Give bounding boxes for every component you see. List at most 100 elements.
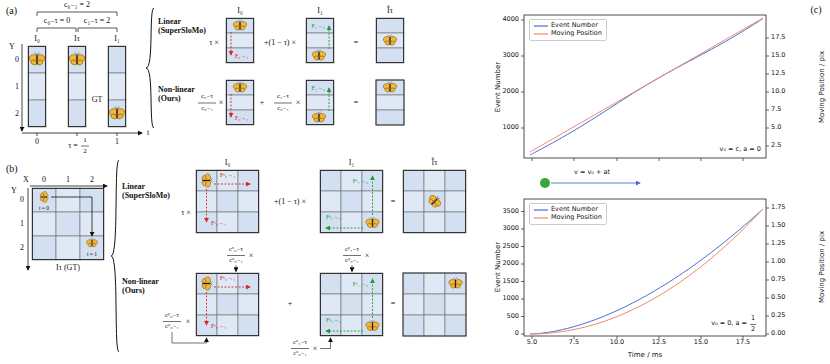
axis-tick <box>532 158 533 161</box>
axis-tick <box>521 264 524 265</box>
frame-cells <box>32 188 104 260</box>
flow-arrow <box>372 176 373 215</box>
frame-cells <box>28 46 46 127</box>
frame-cells <box>403 170 466 233</box>
flow-arrow <box>326 331 363 332</box>
axis-label: X <box>23 176 29 185</box>
fraction-numerator: cʸ₀₋τ <box>165 312 179 320</box>
butterfly <box>108 107 126 120</box>
axis-tick <box>37 133 38 136</box>
tick-label: 3000 <box>502 225 519 232</box>
flow-label: F₁→₀ <box>311 22 325 29</box>
fraction-numerator: c₁₋τ <box>277 93 289 101</box>
flow-label: Fˣ₁→₀ <box>326 214 341 221</box>
axis-tick <box>766 38 769 39</box>
frame-cells <box>108 46 126 127</box>
axis-tick <box>766 316 769 317</box>
tick-label: 0 <box>15 55 19 64</box>
image-frame: I₁F₁→₀ <box>306 18 334 63</box>
frame-cells <box>376 18 404 63</box>
image-frame: F₁→₀ <box>306 80 334 125</box>
tick-label: 2000 <box>502 260 519 267</box>
method-label: Non-linear (Ours) <box>122 278 178 296</box>
butterfly <box>201 173 212 188</box>
frame-cells <box>376 80 404 125</box>
brace <box>146 8 154 128</box>
operator: +(1 − τ) × <box>264 39 296 48</box>
axis-tick <box>77 133 78 136</box>
flow-label: Fʸ₀→₁ <box>211 219 226 226</box>
axis-tick <box>521 316 524 317</box>
time-label: t = 1 <box>87 251 97 257</box>
plot-frame <box>524 199 766 336</box>
image-frame: Iτ <box>68 46 86 127</box>
image-frame: Fʸ₁→₀Fˣ₁→₀ <box>320 273 383 336</box>
frame-cells <box>196 170 259 233</box>
tick-label: 7.5 <box>569 339 579 346</box>
fraction-bar <box>198 103 216 104</box>
operator: + <box>288 300 293 309</box>
frame-cells <box>320 170 383 233</box>
image-frame: I₀Fˣ₀→₁Fʸ₀→₁ <box>196 170 259 233</box>
frame-title: I₁ <box>114 35 119 44</box>
frame-title: I₀ <box>225 159 230 168</box>
fraction-denominator: c₀₋₁ <box>277 105 289 113</box>
tick-label: 17.5 <box>736 339 750 346</box>
fraction-denominator: cˣ₀₋₁ <box>229 257 243 265</box>
flow-label: F₀→₁ <box>235 114 249 121</box>
operator: +(1 − τ) × <box>274 198 306 207</box>
axis-tick <box>766 280 769 281</box>
motion-path <box>51 197 92 236</box>
frame-title: Iτ (GT) <box>56 264 80 273</box>
tick-label: 1.00 <box>771 258 785 265</box>
frame-title: Îτ <box>432 159 438 168</box>
tick-label: 1.75 <box>771 204 785 211</box>
legend-entry: Moving Position <box>534 30 602 38</box>
operator: + <box>260 99 265 108</box>
interval-label: c₀₋τ = 0 <box>44 17 70 26</box>
tick-label: 2 <box>20 244 24 253</box>
flow-arrow <box>329 88 330 111</box>
legend-text: Moving Position <box>551 214 602 222</box>
fraction-denominator: cˣ₀₋₁ <box>293 350 307 358</box>
leader-line <box>172 332 207 343</box>
tick-label: 1.25 <box>771 240 785 247</box>
axis-tick <box>766 74 769 75</box>
axis-tick <box>743 158 744 161</box>
flow-label: Fˣ₁→₀ <box>326 317 341 324</box>
butterfly <box>365 217 380 228</box>
tick-label: 1.50 <box>771 222 785 229</box>
operator: × <box>365 251 370 260</box>
fraction-numerator: cˣ₁₋τ <box>293 339 307 347</box>
operator: τ × <box>209 39 219 48</box>
fraction-denominator: c₀₋₁ <box>201 105 213 113</box>
tick-label: 2 <box>15 109 19 118</box>
butterfly <box>68 53 86 66</box>
legend-entry: Moving Position <box>534 214 602 222</box>
tick-label: 7.5 <box>771 106 781 113</box>
frame-title: Iτ <box>74 35 80 44</box>
axis-tick <box>766 334 769 335</box>
axis-tick <box>766 128 769 129</box>
axis-label: Moving Position / pix <box>819 231 827 303</box>
legend-entry: Event Number <box>534 206 602 214</box>
axis-tick <box>574 158 575 161</box>
tick-label: 0.50 <box>771 294 785 301</box>
flow-arrow <box>372 279 373 318</box>
tick-label: τ = <box>68 142 78 151</box>
axis-tick <box>521 299 524 300</box>
tick-label: 2000 <box>502 88 519 95</box>
legend-text: Event Number <box>551 22 598 30</box>
legend-line <box>534 23 548 29</box>
legend-text: Moving Position <box>551 30 602 38</box>
tick-label: 1 <box>20 220 24 229</box>
legend-line <box>534 207 548 213</box>
image-frame: Iτ (GT)t = 0t = 1 <box>32 188 104 260</box>
tick-label: 4000 <box>502 16 519 23</box>
tick-label: 0.25 <box>771 312 785 319</box>
operator: × <box>219 99 224 108</box>
flow-label: Fʸ₀→₁ <box>211 322 226 329</box>
image-frame: I₀F₀→₁ <box>226 18 254 63</box>
method-label: Linear (SuperSloMo) <box>158 18 214 36</box>
legend-line <box>534 31 548 37</box>
